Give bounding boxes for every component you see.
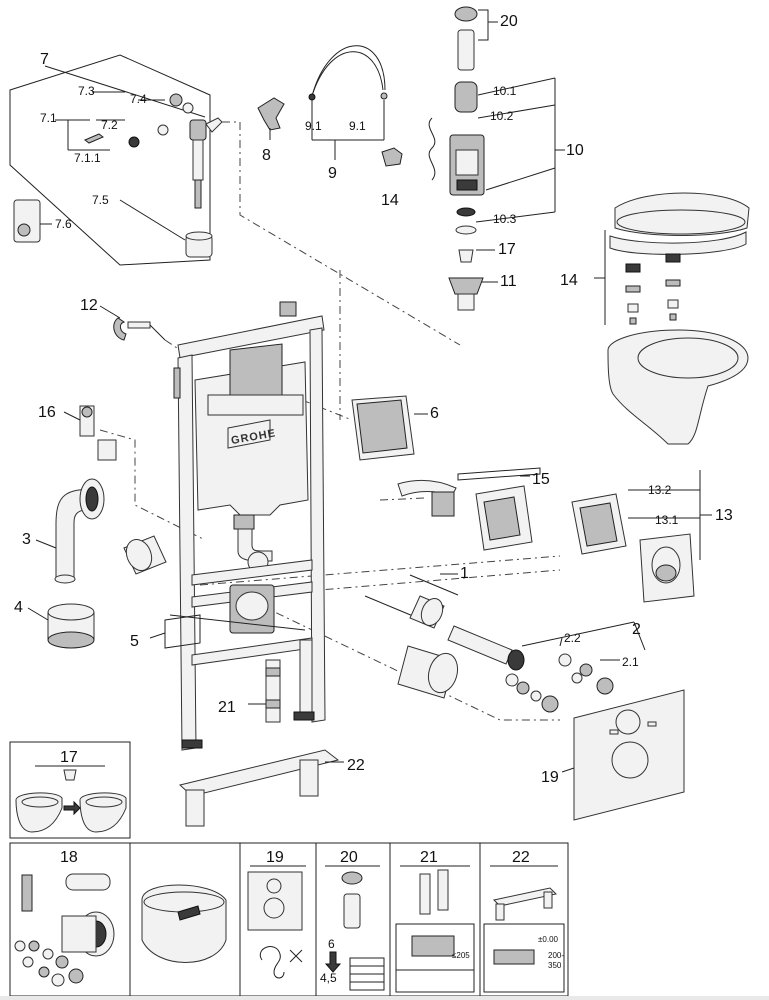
label-7-2: 7.2 xyxy=(101,118,118,132)
label-7-6: 7.6 xyxy=(55,217,72,231)
label-2-2: 2.2 xyxy=(564,631,581,645)
label-7-1-1: 7.1.1 xyxy=(74,151,101,165)
dim-22-range-2: 350 xyxy=(548,961,562,970)
part-1-2: 1 2.2 2.1 2 xyxy=(364,565,646,713)
label-10: 10 xyxy=(566,142,584,159)
label-3: 3 xyxy=(22,531,31,548)
dim-22-top: ±0.00 xyxy=(538,935,559,944)
panel-17-title: 17 xyxy=(60,749,78,766)
label-7-1: 7.1 xyxy=(40,111,57,125)
label-9-1-left: 9.1 xyxy=(305,119,322,133)
dim-22-range-1: 200- xyxy=(548,951,564,960)
label-8: 8 xyxy=(262,147,271,164)
panel-22: 22 ±0.00 200- 350 xyxy=(479,842,569,997)
label-2: 2 xyxy=(632,621,641,638)
part-21-22: 21 22 xyxy=(178,659,365,827)
part-14-toilet: 14 xyxy=(560,192,750,445)
label-6: 6 xyxy=(430,405,439,422)
dim-20-bottom: 4,5 xyxy=(320,971,337,985)
label-10-2: 10.2 xyxy=(490,109,514,123)
part-3-4-5: 3 4 5 xyxy=(14,478,201,650)
dim-21: ≤205 xyxy=(452,951,470,960)
label-13-1: 13.1 xyxy=(655,513,679,527)
label-7-3: 7.3 xyxy=(78,84,95,98)
label-20: 20 xyxy=(500,13,518,30)
part-6: 6 xyxy=(351,395,439,461)
guide-lines xyxy=(99,121,561,721)
panel-18-title: 18 xyxy=(60,849,78,866)
label-21: 21 xyxy=(218,699,236,716)
label-10-1: 10.1 xyxy=(493,84,517,98)
panel-17: 17 xyxy=(9,741,131,839)
panel-install-illustration xyxy=(129,842,241,997)
panel-19-title: 19 xyxy=(266,849,284,866)
label-2-1: 2.1 xyxy=(622,655,639,669)
label-11: 11 xyxy=(500,273,517,290)
part-8-9-group: 8 9 9.1 9.1 14 xyxy=(257,45,403,209)
label-15: 15 xyxy=(532,471,550,488)
panel-19: 19 xyxy=(239,842,317,997)
part-7-group: 7 7.3 7.4 7.1 7.2 7.1.1 7.5 7.6 xyxy=(9,51,223,266)
label-14-small: 14 xyxy=(381,192,399,209)
flush-valve-column: 20 10.1 10.2 10 10.3 17 11 xyxy=(428,6,584,311)
label-7: 7 xyxy=(40,51,49,68)
label-1: 1 xyxy=(460,565,469,582)
label-17: 17 xyxy=(498,241,516,258)
label-7-4: 7.4 xyxy=(130,92,147,106)
label-7-5: 7.5 xyxy=(92,193,109,207)
label-9-1-right: 9.1 xyxy=(349,119,366,133)
panel-21: 21 ≤205 xyxy=(389,842,481,997)
arrow-down-icon xyxy=(324,951,342,973)
panel-21-title: 21 xyxy=(420,849,438,866)
label-19: 19 xyxy=(541,769,559,786)
label-4: 4 xyxy=(14,599,23,616)
bottom-strip xyxy=(0,996,769,1000)
dim-20-top: 6 xyxy=(328,937,335,951)
label-5: 5 xyxy=(130,633,139,650)
part-19: 19 xyxy=(541,689,685,821)
label-13-2: 13.2 xyxy=(648,483,672,497)
label-12: 12 xyxy=(80,297,98,314)
label-14-toilet: 14 xyxy=(560,272,578,289)
label-10-3: 10.3 xyxy=(493,212,517,226)
label-16: 16 xyxy=(38,404,56,421)
panel-18: 18 xyxy=(9,842,131,997)
part-15: 15 xyxy=(397,467,550,551)
label-22: 22 xyxy=(347,757,365,774)
panel-20: 20 6 4,5 xyxy=(315,842,391,997)
panel-22-title: 22 xyxy=(512,849,530,866)
part-12-16: 12 16 xyxy=(38,297,166,461)
installation-frame: GROHE xyxy=(169,301,326,751)
part-13: 13.2 13.1 13 xyxy=(571,470,733,603)
label-9: 9 xyxy=(328,165,337,182)
panel-20-title: 20 xyxy=(340,849,358,866)
label-13: 13 xyxy=(715,507,733,524)
